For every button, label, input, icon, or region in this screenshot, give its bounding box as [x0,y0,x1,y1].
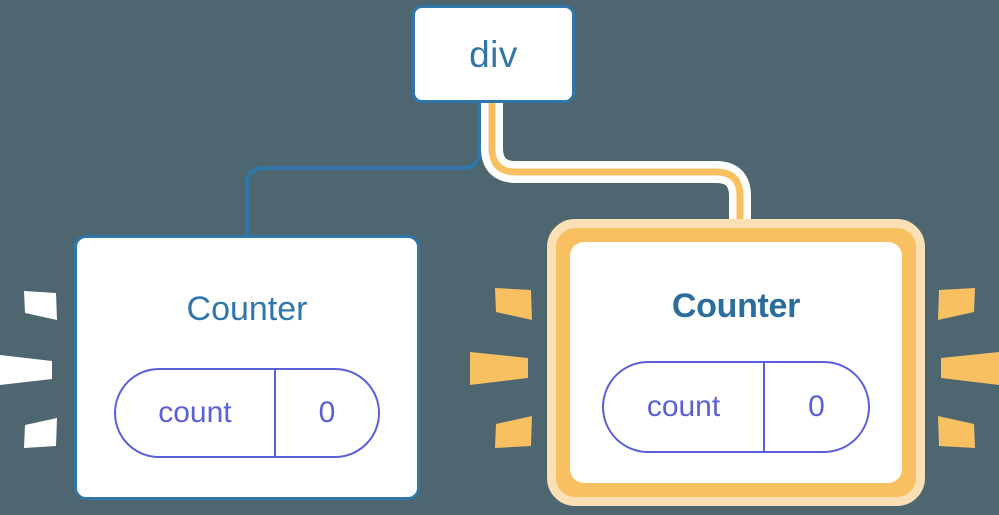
spark-orange-right-top [938,288,975,320]
counter-right-state-value: 0 [808,390,825,423]
counter-left-state-pill: count 0 [114,368,380,458]
sparks-counter-left [0,291,57,448]
edge-div-to-counter-right [488,100,744,238]
sparks-counter-right-left [470,288,532,448]
node-div-label: div [469,33,518,75]
node-counter-right[interactable]: Counter count 0 [547,219,925,506]
spark-white-middle [0,355,52,385]
counter-left-body: Counter count 0 [77,238,417,497]
sparks-counter-right-right [938,288,999,448]
node-counter-left[interactable]: Counter count 0 [74,235,420,500]
spark-orange-left-bottom [495,416,532,448]
node-div[interactable]: div [412,5,575,103]
spark-white-bottom [24,418,57,448]
counter-right-state-key: count [604,363,766,451]
counter-left-title: Counter [186,290,308,328]
spark-orange-right-middle [941,352,999,385]
spark-orange-right-bottom [938,416,975,448]
spark-orange-left-middle [470,352,528,385]
spark-white-top [24,291,57,320]
counter-right-state-pill: count 0 [602,361,870,453]
edge-div-to-counter-left [245,103,482,238]
counter-right-title: Counter [671,287,801,325]
counter-left-state-value: 0 [318,396,336,429]
counter-left-state-key: count [116,370,276,456]
counter-right-inner-card: Counter count 0 [570,242,902,483]
counter-right-body: Counter count 0 [570,242,902,483]
spark-orange-left-top [495,288,532,320]
